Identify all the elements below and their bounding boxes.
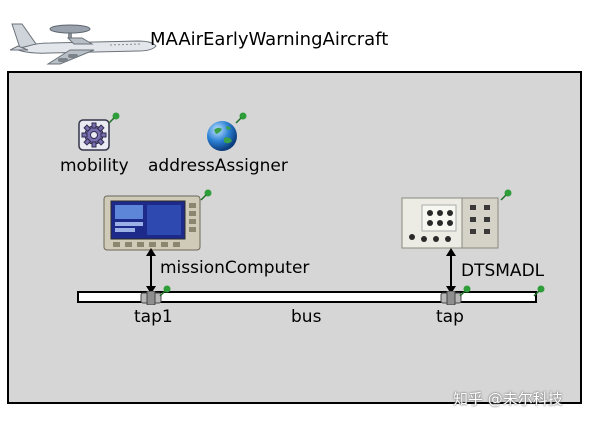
pin-icon	[107, 110, 121, 129]
radio-unit-icon	[401, 197, 499, 249]
mobility-label: mobility	[60, 156, 129, 176]
mission-computer-module[interactable]	[103, 195, 201, 251]
tap-module[interactable]	[440, 290, 462, 306]
connection-mission-computer-tap1	[146, 248, 156, 294]
tap-label: tap	[436, 307, 464, 327]
globe-icon	[207, 121, 237, 151]
pin-icon	[458, 283, 472, 302]
pin-icon	[158, 283, 172, 302]
watermark: 知乎 @未尔科技	[453, 390, 563, 408]
address-assigner-module[interactable]	[204, 114, 244, 154]
address-assigner-label: addressAssigner	[148, 156, 288, 176]
pin-icon	[532, 283, 546, 302]
bus-label: bus	[291, 307, 322, 327]
mission-computer-label: missionComputer	[160, 258, 310, 278]
display-unit-icon	[103, 195, 201, 251]
dtsmadl-module[interactable]	[400, 195, 502, 251]
dtsmadl-label: DTSMADL	[461, 261, 545, 281]
tap1-module[interactable]	[140, 290, 162, 306]
aircraft-icon	[9, 10, 158, 66]
network-title: MAAirEarlyWarningAircraft	[150, 29, 389, 50]
pin-icon	[499, 187, 513, 206]
mobility-module[interactable]	[76, 114, 116, 154]
gear-icon	[78, 119, 110, 151]
connection-dtsmadl-tap	[446, 248, 456, 294]
pin-icon	[199, 187, 213, 206]
pin-icon	[234, 110, 248, 129]
connector-tap-icon	[140, 290, 162, 306]
connector-tap-icon	[440, 290, 462, 306]
bus[interactable]	[77, 291, 537, 303]
tap1-label: tap1	[134, 307, 173, 327]
